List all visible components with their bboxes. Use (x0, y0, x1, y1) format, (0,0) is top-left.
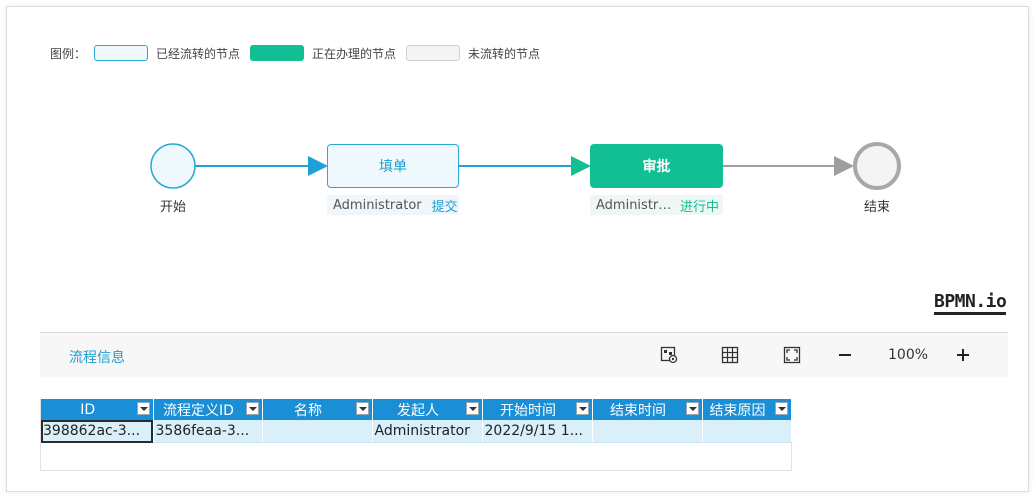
col-header-name[interactable]: 名称 (262, 399, 373, 420)
zoom-in-icon[interactable] (953, 345, 973, 365)
cell-id[interactable]: 398862ac-3... (41, 420, 154, 443)
legend-swatch-pending (406, 45, 461, 61)
legend-text-active: 正在办理的节点 (312, 46, 397, 61)
bpmn-io-logo[interactable]: BPMN.io (934, 292, 1007, 315)
cell-definition-id[interactable]: 3586feaa-3... (153, 420, 263, 443)
col-header-end-reason[interactable]: 结束原因 (702, 399, 792, 420)
col-header-definition-id[interactable]: 流程定义ID (153, 399, 263, 420)
filter-dropdown-icon[interactable] (355, 402, 369, 415)
filter-dropdown-icon[interactable] (575, 402, 589, 415)
filter-dropdown-icon[interactable] (685, 402, 699, 415)
task-fill-form-tag: Administrator 提交 (327, 195, 459, 215)
filter-dropdown-icon[interactable] (136, 402, 150, 415)
start-event[interactable] (150, 143, 196, 189)
grid-icon[interactable] (720, 345, 740, 365)
table-header-row: ID 流程定义ID 名称 发起人 开始时间 结束时间 结束原因 (41, 399, 792, 420)
filter-dropdown-icon[interactable] (774, 402, 788, 415)
process-info-title[interactable]: 流程信息 (69, 350, 125, 366)
task-approve-status: 进行中 (680, 199, 720, 215)
legend-text-done: 已经流转的节点 (156, 46, 241, 61)
task-approve-assignee: Administrator (596, 197, 676, 213)
col-header-id[interactable]: ID (41, 399, 154, 420)
col-header-start-time[interactable]: 开始时间 (482, 399, 593, 420)
task-fill-form[interactable]: 填单 (327, 144, 459, 188)
bpmn-canvas[interactable]: 开始 结束 填单 Administrator 提交 审批 Administrat… (0, 0, 1035, 330)
zoom-level: 100% (888, 347, 929, 363)
process-info-toolbar: 流程信息 100% (40, 332, 1008, 377)
start-label: 开始 (159, 200, 186, 215)
cell-end-reason[interactable] (702, 420, 792, 443)
task-approve-tag: Administrator 进行中 (590, 195, 723, 215)
flow-svg (150, 142, 901, 190)
end-label: 结束 (863, 200, 890, 215)
legend: 图例： 已经流转的节点 正在办理的节点 未流转的节点 (50, 44, 550, 62)
legend-swatch-done (94, 45, 149, 61)
task-approve-name: 审批 (642, 159, 671, 175)
filter-dropdown-icon[interactable] (245, 402, 259, 415)
legend-swatch-active (250, 45, 305, 61)
process-view-icon[interactable] (659, 345, 679, 365)
task-approve[interactable]: 审批 (590, 144, 723, 188)
table-row[interactable]: 398862ac-3... 3586feaa-3... Administrato… (41, 420, 792, 443)
end-event[interactable] (853, 142, 901, 190)
legend-text-pending: 未流转的节点 (468, 46, 541, 61)
task-fill-form-assignee: Administrator (333, 197, 422, 213)
cell-initiator[interactable]: Administrator (372, 420, 483, 443)
process-grid[interactable]: ID 流程定义ID 名称 发起人 开始时间 结束时间 结束原因 398862ac… (40, 399, 792, 471)
cell-end-time[interactable] (592, 420, 703, 443)
zoom-out-icon[interactable] (835, 345, 855, 365)
col-header-end-time[interactable]: 结束时间 (592, 399, 703, 420)
filter-dropdown-icon[interactable] (465, 402, 479, 415)
cell-name[interactable] (262, 420, 373, 443)
fit-screen-icon[interactable] (782, 345, 802, 365)
task-fill-form-name: 填单 (379, 159, 407, 175)
process-table: ID 流程定义ID 名称 发起人 开始时间 结束时间 结束原因 398862ac… (41, 399, 792, 443)
task-fill-form-status: 提交 (431, 199, 458, 215)
col-header-initiator[interactable]: 发起人 (372, 399, 483, 420)
legend-label: 图例： (50, 46, 87, 61)
cell-start-time[interactable]: 2022/9/15 1... (482, 420, 593, 443)
